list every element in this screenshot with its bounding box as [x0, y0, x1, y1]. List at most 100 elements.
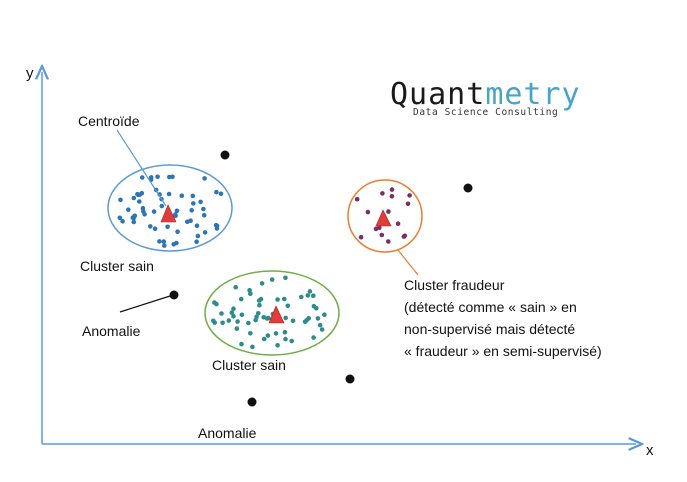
cluster-point: [282, 296, 287, 302]
cluster-point: [311, 335, 316, 340]
cluster-point: [165, 224, 170, 230]
cluster-point: [238, 296, 244, 302]
cluster-point: [218, 191, 224, 197]
cluster-point: [235, 319, 240, 324]
cluster-point: [137, 199, 142, 204]
cluster-healthy-1-outline: [107, 164, 233, 252]
anomaly-pointer: [119, 295, 171, 313]
cluster-point: [379, 232, 385, 238]
centroid-marker-2: [268, 305, 285, 324]
brand-logo: Quantmetry: [390, 77, 581, 112]
cluster-point: [258, 296, 264, 302]
cluster-point: [282, 329, 288, 335]
cluster-point: [290, 318, 296, 324]
cluster-point: [248, 331, 253, 336]
cluster-point: [275, 297, 280, 302]
cluster-point: [283, 315, 289, 321]
cluster-point: [389, 194, 395, 199]
cluster-point: [239, 312, 245, 318]
fraud-label-line1: Cluster fraudeur: [404, 277, 505, 293]
cluster-point: [269, 277, 275, 282]
cluster-point: [161, 239, 167, 244]
cluster-point: [194, 223, 200, 228]
brand-tagline: Data Science Consulting: [413, 107, 558, 118]
cluster-point: [173, 212, 178, 217]
cluster-point: [167, 174, 172, 180]
outlier-point: [220, 150, 230, 160]
x-axis-label: x: [646, 442, 654, 459]
cluster-point: [261, 315, 267, 320]
cluster-point: [155, 174, 160, 180]
cluster-point: [166, 191, 172, 197]
cluster-point: [174, 208, 180, 214]
fraud-label-line2: (détecté comme « sain » en: [404, 299, 577, 315]
cluster-point: [220, 320, 225, 326]
cluster-point: [317, 322, 323, 328]
cluster-point: [226, 318, 232, 323]
cluster-point: [231, 306, 236, 312]
cluster-point: [139, 175, 145, 180]
cluster-point: [233, 284, 238, 290]
cluster-point: [185, 219, 190, 225]
centroid-label: Centroïde: [78, 113, 140, 129]
cluster-point: [275, 343, 280, 348]
cluster-point: [212, 300, 217, 305]
cluster-point: [273, 331, 279, 336]
cluster-point: [365, 209, 371, 215]
cluster-point: [358, 234, 364, 240]
cluster-point: [231, 314, 236, 319]
cluster-point: [259, 281, 265, 286]
cluster-healthy-1-label: Cluster sain: [80, 258, 154, 274]
cluster-healthy-2-outline: [204, 270, 340, 356]
cluster-point: [120, 219, 125, 224]
cluster-healthy-2-points: [211, 275, 327, 350]
cluster-fraud: [347, 179, 423, 253]
anomaly-label-1: Anomalie: [82, 323, 141, 339]
cluster-point: [315, 316, 321, 321]
cluster-point: [198, 199, 203, 205]
cluster-point: [148, 175, 154, 180]
cluster-point: [141, 209, 146, 214]
cluster-healthy-1-points: [117, 174, 224, 248]
cluster-point: [189, 208, 194, 213]
cluster-point: [214, 189, 219, 195]
cluster-point: [201, 206, 206, 212]
outlier-point: [345, 374, 355, 384]
cluster-healthy-1: [107, 164, 233, 252]
cluster-fraud-outline: [347, 179, 423, 253]
cluster-point: [354, 196, 360, 202]
cluster-point: [283, 275, 288, 281]
cluster-point: [386, 239, 391, 244]
cluster-point: [257, 302, 262, 308]
anomaly-point-1: [169, 290, 179, 300]
cluster-point: [131, 195, 137, 201]
anomaly-point-2: [247, 397, 257, 407]
cluster-point: [211, 318, 216, 324]
cluster-point: [389, 187, 395, 192]
cluster-point: [162, 243, 167, 248]
cluster-point: [202, 230, 208, 235]
fraud-label-line4: « fraudeur » en semi-supervisé): [404, 343, 602, 359]
cluster-point: [380, 191, 385, 196]
cluster-point: [131, 219, 137, 225]
cluster-point: [239, 341, 244, 347]
cluster-point: [214, 226, 220, 231]
cluster-point: [179, 193, 185, 198]
centroid-pointer: [116, 129, 167, 207]
cluster-point: [151, 209, 157, 214]
anomaly-label-2: Anomalie: [198, 425, 257, 441]
cluster-point: [283, 336, 288, 342]
cluster-point: [395, 221, 401, 226]
cluster-point: [194, 239, 199, 244]
cluster-point: [135, 191, 140, 197]
cluster-point: [386, 209, 391, 214]
brand-name-part1: Quant: [390, 77, 485, 112]
outlier-point: [463, 183, 473, 193]
cluster-point: [285, 303, 291, 309]
cluster-point: [377, 225, 382, 230]
centroid-marker-1: [160, 204, 177, 223]
cluster-point: [229, 310, 235, 315]
cluster-point: [255, 311, 261, 316]
cluster-point: [306, 315, 312, 321]
